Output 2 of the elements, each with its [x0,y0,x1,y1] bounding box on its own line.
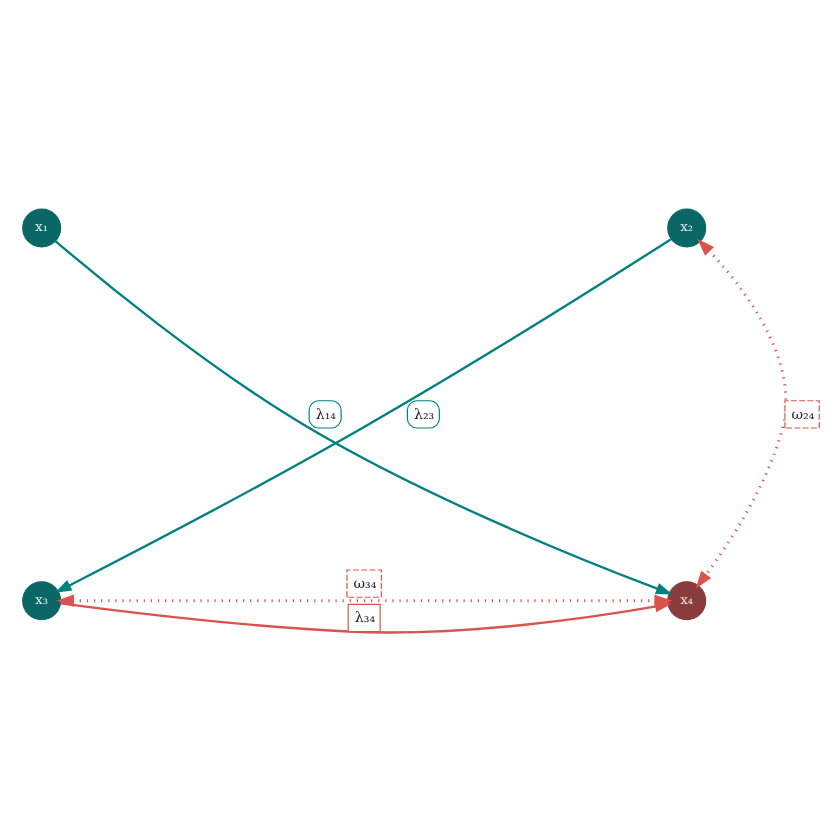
arrow [694,237,787,588]
arrow [55,593,672,606]
